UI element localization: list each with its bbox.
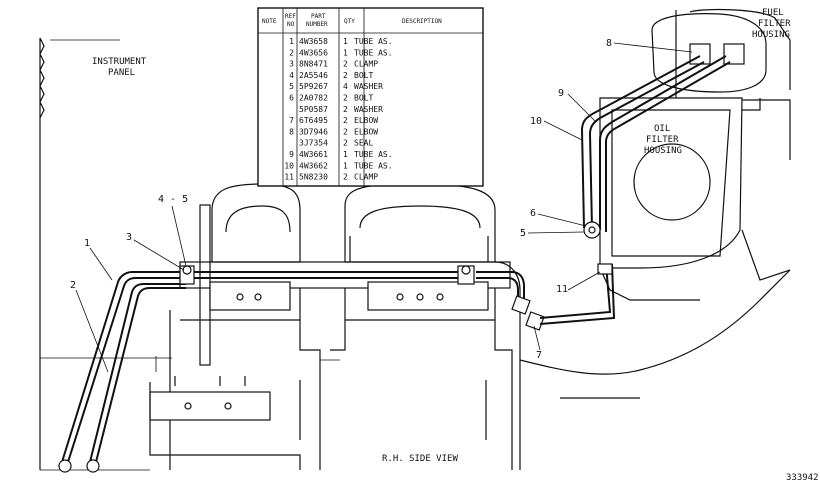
row-qty: 2 <box>343 71 348 80</box>
table-row: 11 5N8230 2 CLAMP <box>284 173 378 182</box>
row-description: BOLT <box>354 71 373 80</box>
instrument-panel-label-line1: INSTRUMENT <box>92 57 147 67</box>
table-row: 3J7354 2 SEAL <box>299 139 373 148</box>
fuel-filter-label-line2: FILTER <box>758 19 791 29</box>
oil-filter-label-line2: FILTER <box>646 135 679 145</box>
row-description: ELBOW <box>354 116 378 125</box>
row-qty: 1 <box>343 161 348 170</box>
callout-8: 8 <box>606 38 612 49</box>
row-qty: 2 <box>343 127 348 136</box>
row-part-number: 6T6495 <box>299 116 328 125</box>
row-part-number: 5N8230 <box>299 173 328 182</box>
row-qty: 2 <box>343 173 348 182</box>
table-row: 6 2A0782 2 BOLT <box>289 94 373 103</box>
row-description: BOLT <box>354 94 373 103</box>
callout-10: 10 <box>530 116 542 127</box>
oil-filter-label-line1: OIL <box>654 124 670 134</box>
table-row: 3 8N8471 2 CLAMP <box>289 60 378 69</box>
row-qty: 2 <box>343 94 348 103</box>
instrument-panel-label-line2: PANEL <box>108 68 135 78</box>
engine-block <box>149 183 791 470</box>
row-part-number: 2A0782 <box>299 94 328 103</box>
row-ref: 1 <box>289 37 294 46</box>
row-ref: 7 <box>289 116 294 125</box>
table-row: 2 4W3656 1 TUBE AS. <box>289 48 392 57</box>
row-description: CLAMP <box>354 173 378 182</box>
callout-1: 1 <box>84 238 90 249</box>
table-row: 10 4W3662 1 TUBE AS. <box>284 161 392 170</box>
row-description: TUBE AS. <box>354 48 393 57</box>
row-part-number: 4W3662 <box>299 161 328 170</box>
table-row: 8 3D7946 2 ELBOW <box>289 127 378 136</box>
parts-table: NOTE REF NO PART NUMBER QTY DESCRIPTION … <box>257 7 484 187</box>
row-qty: 2 <box>343 60 348 69</box>
callout-2: 2 <box>70 280 76 291</box>
row-description: SEAL <box>354 139 373 148</box>
table-row: 7 6T6495 2 ELBOW <box>289 116 378 125</box>
row-ref: 2 <box>289 48 294 57</box>
fuel-filter-label-line1: FUEL <box>762 8 784 18</box>
row-part-number: 4W3656 <box>299 48 328 57</box>
row-qty: 2 <box>343 105 348 114</box>
row-qty: 4 <box>343 82 348 91</box>
header-ref-line1: REF <box>285 13 296 20</box>
row-ref: 11 <box>284 173 294 182</box>
row-ref: 6 <box>289 94 294 103</box>
header-note: NOTE <box>262 18 277 25</box>
callout-5: 5 <box>520 228 526 239</box>
table-row: 5P0587 2 WASHER <box>299 105 383 114</box>
row-part-number: 5P9267 <box>299 82 328 91</box>
row-description: ELBOW <box>354 127 378 136</box>
callout-7: 7 <box>536 350 542 361</box>
table-row: 1 4W3658 1 TUBE AS. <box>289 37 392 46</box>
header-description: DESCRIPTION <box>402 18 442 25</box>
row-description: WASHER <box>354 105 383 114</box>
row-ref: 5 <box>289 82 294 91</box>
row-part-number: 4W3661 <box>299 150 328 159</box>
row-part-number: 2A5546 <box>299 71 328 80</box>
table-row: 5 5P9267 4 WASHER <box>289 82 383 91</box>
row-ref: 10 <box>284 161 294 170</box>
row-qty: 2 <box>343 116 348 125</box>
row-ref: 9 <box>289 150 294 159</box>
header-part-line2: NUMBER <box>306 21 328 28</box>
oil-filter-label-line3: HOUSING <box>644 146 682 156</box>
row-description: WASHER <box>354 82 383 91</box>
callout-11: 11 <box>556 284 568 295</box>
oil-filter-housing: OIL FILTER HOUSING <box>599 8 791 301</box>
view-title: R.H. SIDE VIEW <box>382 454 458 464</box>
row-ref: 4 <box>289 71 294 80</box>
row-ref: 8 <box>289 127 294 136</box>
row-qty: 2 <box>343 139 348 148</box>
row-description: CLAMP <box>354 60 378 69</box>
tube-assemblies <box>58 55 731 473</box>
table-row: 4 2A5546 2 BOLT <box>289 71 373 80</box>
callout-9: 9 <box>558 88 564 99</box>
row-description: TUBE AS. <box>354 150 393 159</box>
callout-3: 3 <box>126 232 132 243</box>
row-part-number: 8N8471 <box>299 60 328 69</box>
header-qty: QTY <box>344 18 355 25</box>
callout-6: 6 <box>530 208 536 219</box>
table-row: 9 4W3661 1 TUBE AS. <box>289 150 392 159</box>
row-qty: 1 <box>343 48 348 57</box>
row-qty: 1 <box>343 37 348 46</box>
row-part-number: 3J7354 <box>299 139 328 148</box>
row-qty: 1 <box>343 150 348 159</box>
row-part-number: 5P0587 <box>299 105 328 114</box>
header-ref-line2: NO <box>287 21 295 28</box>
callout-4-5: 4 - 5 <box>158 194 188 205</box>
fuel-filter-label-line3: HOUSING <box>752 30 790 40</box>
header-part-line1: PART <box>311 13 326 20</box>
row-description: TUBE AS. <box>354 161 393 170</box>
row-part-number: 4W3658 <box>299 37 328 46</box>
row-description: TUBE AS. <box>354 37 393 46</box>
callouts: 1 2 3 4 - 5 5 6 7 8 9 10 11 <box>70 38 693 373</box>
row-ref: 3 <box>289 60 294 69</box>
figure-number: 333942 <box>786 473 819 483</box>
row-part-number: 3D7946 <box>299 127 328 136</box>
